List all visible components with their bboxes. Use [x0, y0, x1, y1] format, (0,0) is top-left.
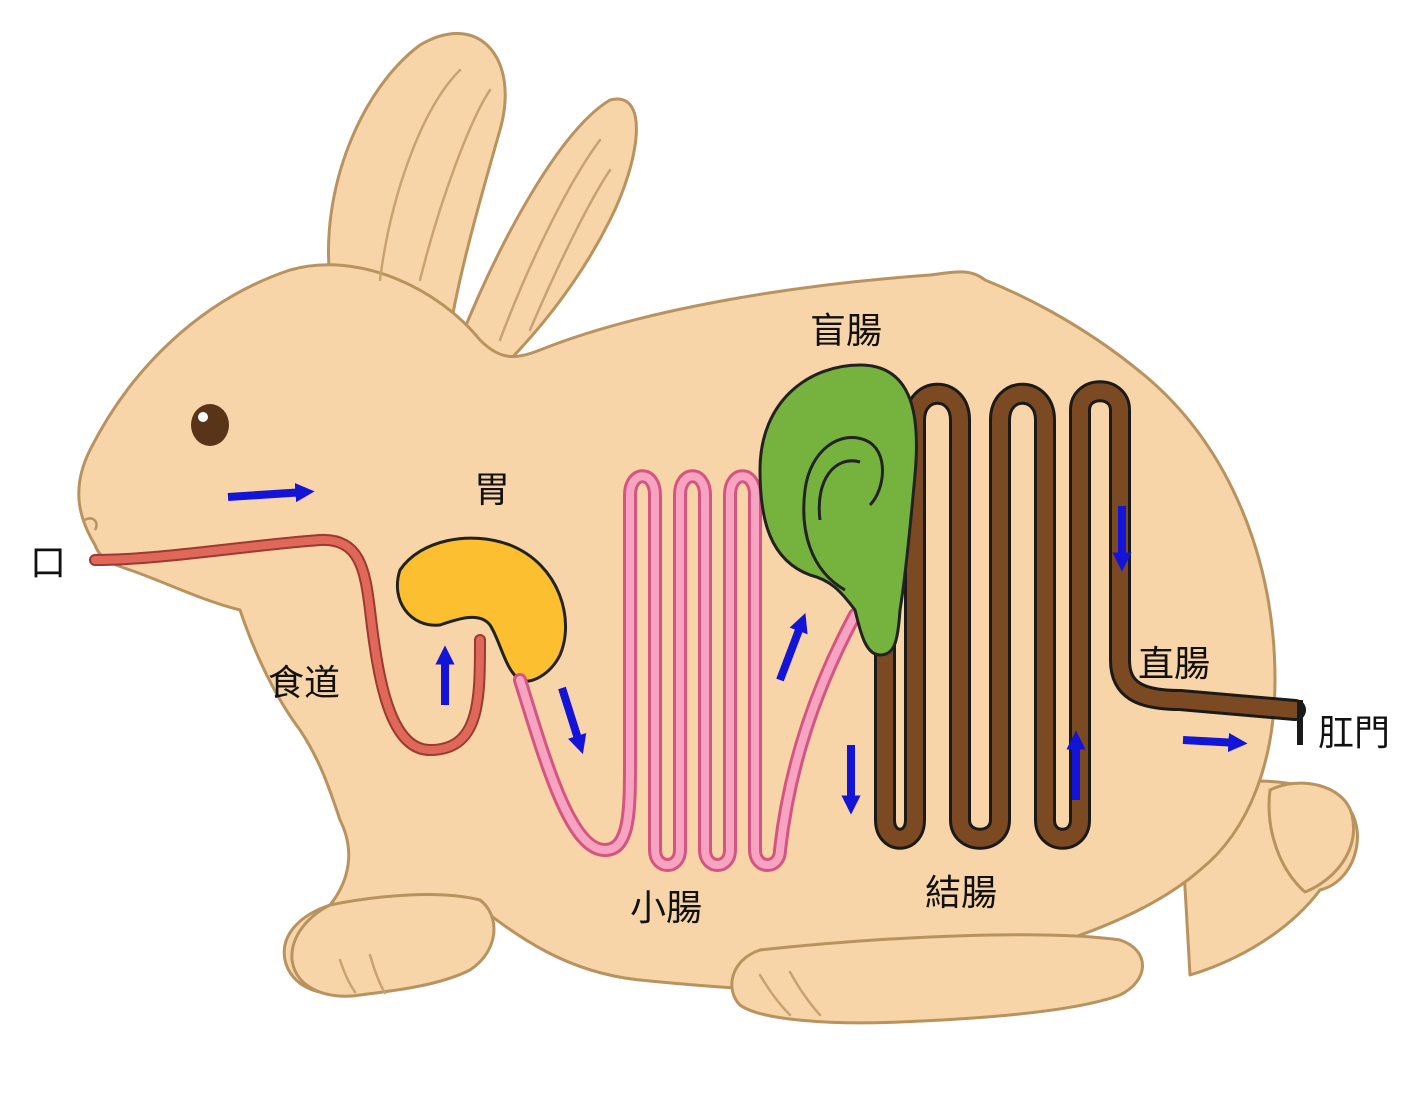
nose	[84, 517, 98, 531]
back-ear	[458, 97, 638, 372]
arrow-icon	[558, 686, 587, 755]
stomach	[395, 536, 568, 683]
label-rectum: 直腸	[1138, 644, 1210, 685]
label-esophagus: 食道	[268, 663, 340, 704]
label-anus: 肛門	[1318, 713, 1390, 754]
tail	[1267, 781, 1355, 894]
cecum	[758, 363, 918, 657]
rabbit-body	[77, 32, 1359, 1025]
colon	[874, 380, 1306, 850]
label-mouth: 口	[30, 543, 66, 584]
rear-paw	[730, 933, 1144, 1025]
label-stomach: 胃	[474, 470, 510, 511]
arrow-icon	[1182, 732, 1248, 753]
label-cecum: 盲腸	[810, 311, 882, 352]
arrow-icon	[776, 613, 808, 682]
arrow-icon	[227, 483, 315, 503]
toe-lines	[338, 953, 822, 1017]
eye-icon	[191, 404, 229, 446]
label-colon: 結腸	[925, 873, 997, 914]
eye-highlight	[198, 412, 208, 422]
small-intestine	[513, 469, 862, 872]
label-small-intestine: 小腸	[630, 888, 702, 929]
front-ear	[326, 32, 507, 332]
ear-inner-lines	[378, 68, 612, 342]
flow-arrows	[227, 483, 1248, 815]
front-paw	[290, 893, 496, 998]
esophagus	[89, 533, 486, 756]
